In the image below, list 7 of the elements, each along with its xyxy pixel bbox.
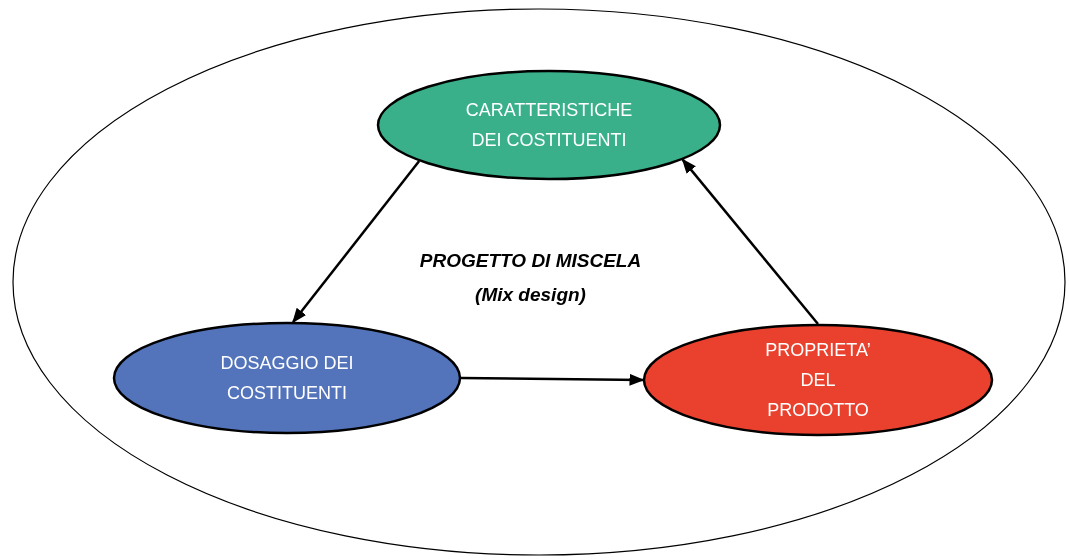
node-label: CARATTERISTICHE DEI COSTITUENTI (464, 99, 634, 152)
arrow (292, 160, 421, 324)
node-label: PROPRIETA’ DEL PRODOTTO (764, 339, 872, 422)
node-label: DOSAGGIO DEI COSTITUENTI (219, 352, 355, 405)
arrow (681, 158, 819, 325)
diagram-heading: PROGETTO DI MISCELA (Mix design) (418, 249, 643, 307)
arrow (461, 373, 645, 386)
